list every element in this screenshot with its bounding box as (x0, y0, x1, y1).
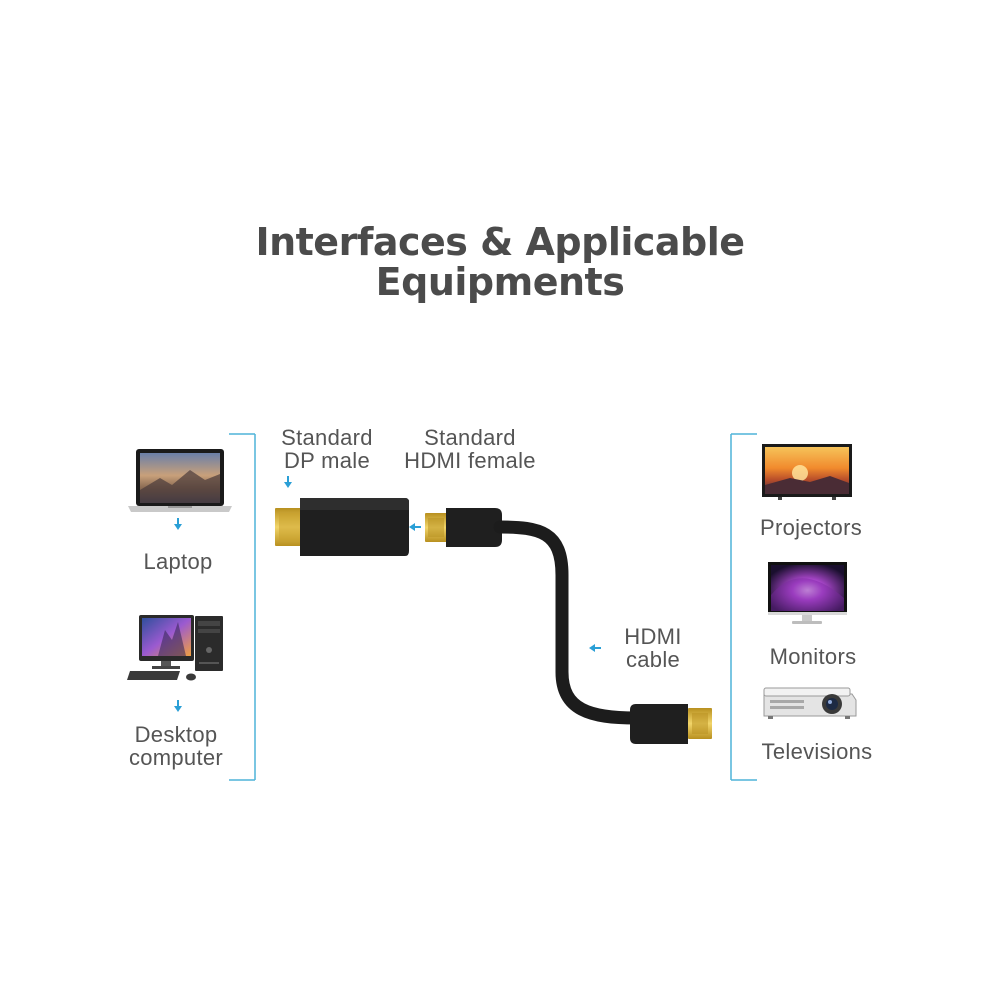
dp-hdmi-adapter (275, 498, 409, 556)
televisions-icon (763, 687, 857, 719)
arrow-desktop-down-icon (174, 700, 182, 712)
televisions-label: Televisions (745, 740, 889, 763)
hdmi-plug-top (425, 508, 502, 547)
hdmi-cable (493, 520, 643, 725)
desktop-label-line-2: computer (128, 745, 224, 770)
hdmi-female-label-line-1: Standard (424, 425, 516, 450)
page-title: Interfaces & Applicable Equipments (0, 222, 1000, 302)
arrow-dp-male-down-icon (284, 476, 292, 488)
dp-male-label: Standard DP male (267, 426, 387, 472)
hdmi-cable-label: HDMI cable (610, 625, 696, 671)
arrow-laptop-down-icon (174, 518, 182, 530)
right-bracket (730, 433, 757, 781)
hdmi-plug-bottom (630, 704, 712, 744)
arrow-cable-left-icon (589, 644, 601, 652)
title-line-2: Equipments (375, 260, 625, 304)
desktop-label-line-1: Desktop (134, 722, 218, 747)
arrow-hdmi-female-left-icon (409, 523, 421, 531)
televisions-label-text: Televisions (761, 739, 873, 764)
laptop-label-text: Laptop (143, 549, 213, 574)
dp-label-line-1: Standard (281, 425, 373, 450)
monitors-label: Monitors (745, 645, 881, 668)
projectors-icon (762, 444, 852, 500)
left-bracket (229, 433, 256, 781)
hdmi-female-label: Standard HDMI female (394, 426, 546, 472)
laptop-icon (128, 449, 232, 512)
projectors-label: Projectors (745, 516, 877, 539)
monitors-icon (768, 562, 847, 624)
dp-label-line-2: DP male (283, 448, 371, 473)
title-line-1: Interfaces & Applicable (255, 220, 745, 264)
hdmi-female-label-line-2: HDMI female (404, 448, 536, 473)
projectors-label-text: Projectors (759, 515, 863, 540)
desktop-computer-label: Desktop computer (110, 723, 242, 769)
monitors-label-text: Monitors (769, 644, 857, 669)
laptop-label: Laptop (118, 550, 238, 573)
cable-label-line-2: cable (625, 647, 681, 672)
desktop-computer-icon (127, 615, 223, 681)
cable-label-line-1: HDMI (624, 624, 682, 649)
